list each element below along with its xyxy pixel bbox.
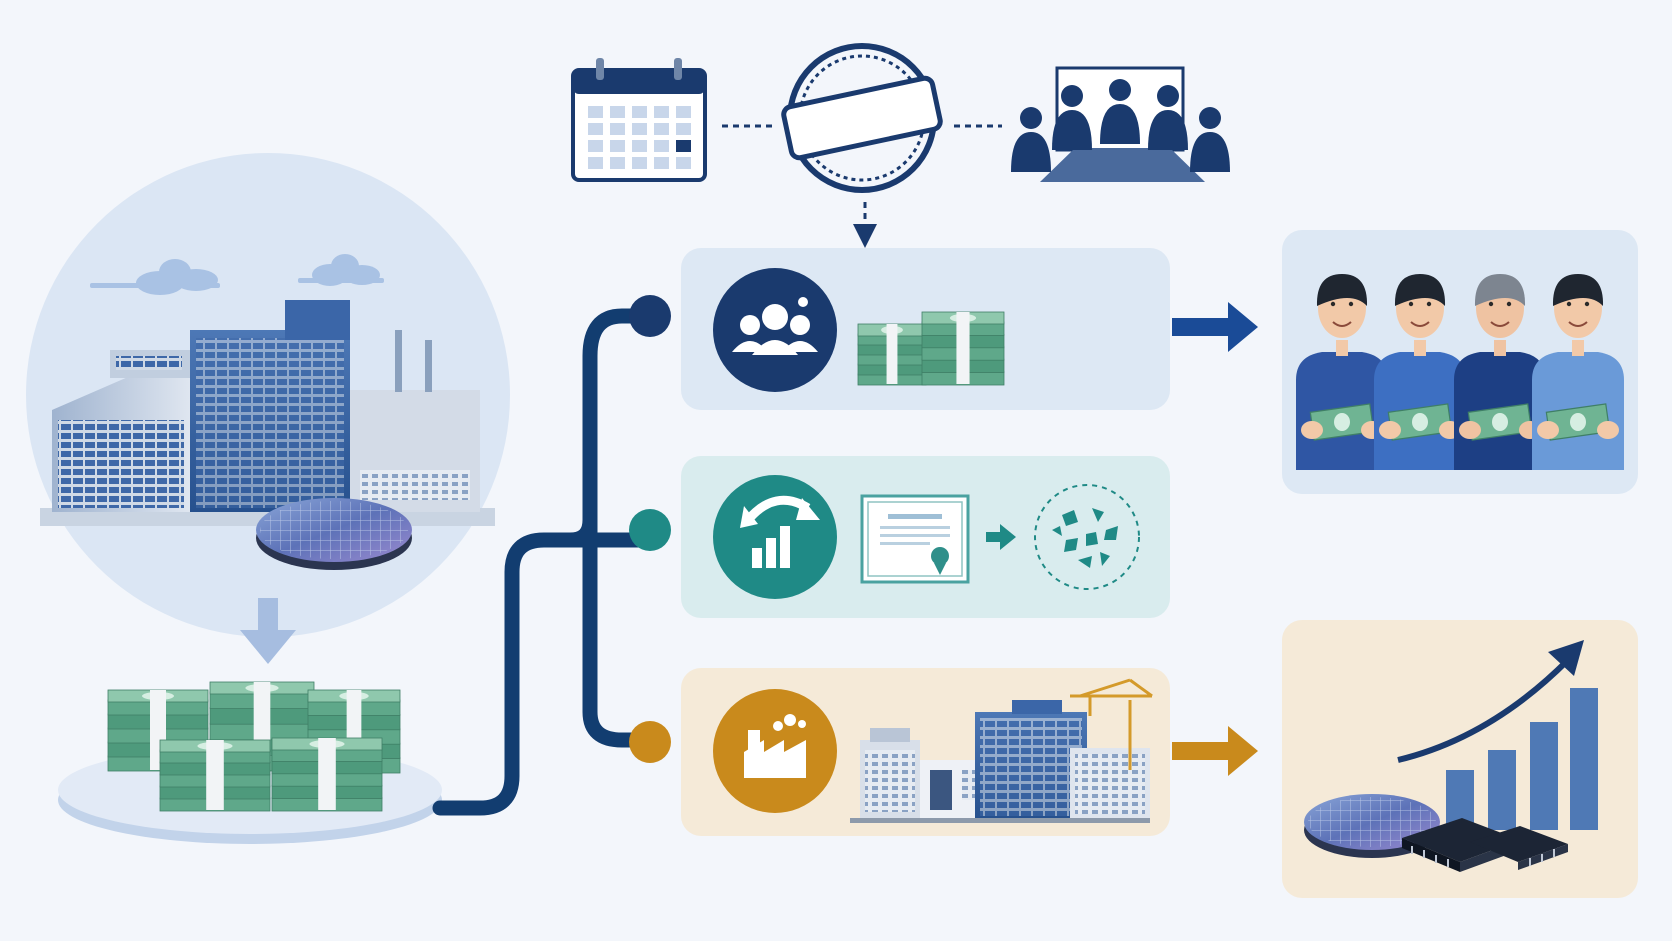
calendar-day-cell — [610, 123, 625, 135]
person-silhouette — [1061, 85, 1083, 107]
wafer-icon — [1304, 794, 1440, 858]
people-with-cash-icon — [1296, 274, 1624, 470]
branch-node-teal — [629, 509, 671, 551]
shareholder-person — [1454, 274, 1546, 470]
dashed-connector — [722, 124, 1002, 248]
calendar-day-cell — [632, 123, 647, 135]
cloud-icon — [90, 259, 220, 295]
calendar-day-cell — [654, 157, 669, 169]
arrow-right-icon — [1172, 302, 1258, 352]
calendar-day-cell — [654, 140, 669, 152]
branch-node-navy — [629, 295, 671, 337]
calendar-day-cell — [588, 140, 603, 152]
person-body — [1011, 132, 1051, 172]
fab-construction-icon — [850, 700, 1150, 823]
calendar-day-cell — [588, 106, 603, 118]
office-building-icon — [52, 300, 480, 512]
crane-icon — [1070, 678, 1153, 770]
cycle-chart-icon — [713, 475, 837, 599]
banknote-bundle — [271, 737, 383, 812]
certificate-icon — [860, 494, 970, 584]
calendar-day-cell — [632, 157, 647, 169]
banknote-bundle — [159, 739, 271, 812]
board-meeting-icon — [1011, 66, 1230, 182]
source-company-node — [26, 153, 510, 637]
banknote-bundle — [857, 323, 927, 386]
calendar-day-cell — [676, 140, 691, 152]
banknote-bundle — [921, 311, 1005, 386]
person-silhouette — [1109, 79, 1131, 101]
calendar-day-cell — [654, 106, 669, 118]
arrow-right-icon — [986, 524, 1016, 550]
person-body — [1100, 104, 1140, 144]
banknote-stack-icon — [107, 681, 401, 812]
calendar-day-cell — [610, 157, 625, 169]
banknote-stack-icon — [857, 311, 1005, 386]
person-body — [1052, 110, 1092, 150]
person-silhouette — [1157, 85, 1179, 107]
calendar-icon — [571, 58, 707, 182]
arrow-right-icon — [1172, 726, 1258, 776]
chip-icon — [1402, 818, 1568, 872]
semiconductor-wafer-icon — [256, 498, 412, 570]
scattered-shares-icon — [1034, 484, 1140, 590]
shareholder-person — [1296, 274, 1388, 470]
branch-card-shareholder-payout — [681, 248, 1170, 410]
rising-bar-chart-icon — [1397, 640, 1598, 830]
shareholder-person — [1532, 274, 1624, 470]
calendar-day-cell — [632, 140, 647, 152]
calendar-day-cell — [654, 123, 669, 135]
branch-card-capacity-investment — [681, 668, 1170, 836]
calendar-day-cell — [588, 123, 603, 135]
cash-pile-node — [58, 681, 442, 844]
person-silhouette — [1020, 107, 1042, 129]
outcome-card-growth — [1282, 620, 1638, 898]
calendar-day-cell — [632, 106, 647, 118]
calendar-day-cell — [676, 123, 691, 135]
calendar-day-cell — [610, 140, 625, 152]
person-body — [1148, 110, 1188, 150]
outcome-card-shareholders — [1282, 230, 1638, 494]
down-arrow-icon — [240, 598, 296, 664]
seal-stamp-icon — [781, 43, 943, 193]
calendar-day-cell — [676, 157, 691, 169]
calendar-day-cell — [588, 157, 603, 169]
calendar-day-cell — [610, 106, 625, 118]
person-silhouette — [1199, 107, 1221, 129]
branch-node-gold — [629, 721, 671, 763]
person-body — [1190, 132, 1230, 172]
calendar-day-cell — [676, 106, 691, 118]
branch-card-buyback-cycle — [681, 456, 1170, 618]
cloud-icon — [298, 254, 384, 286]
